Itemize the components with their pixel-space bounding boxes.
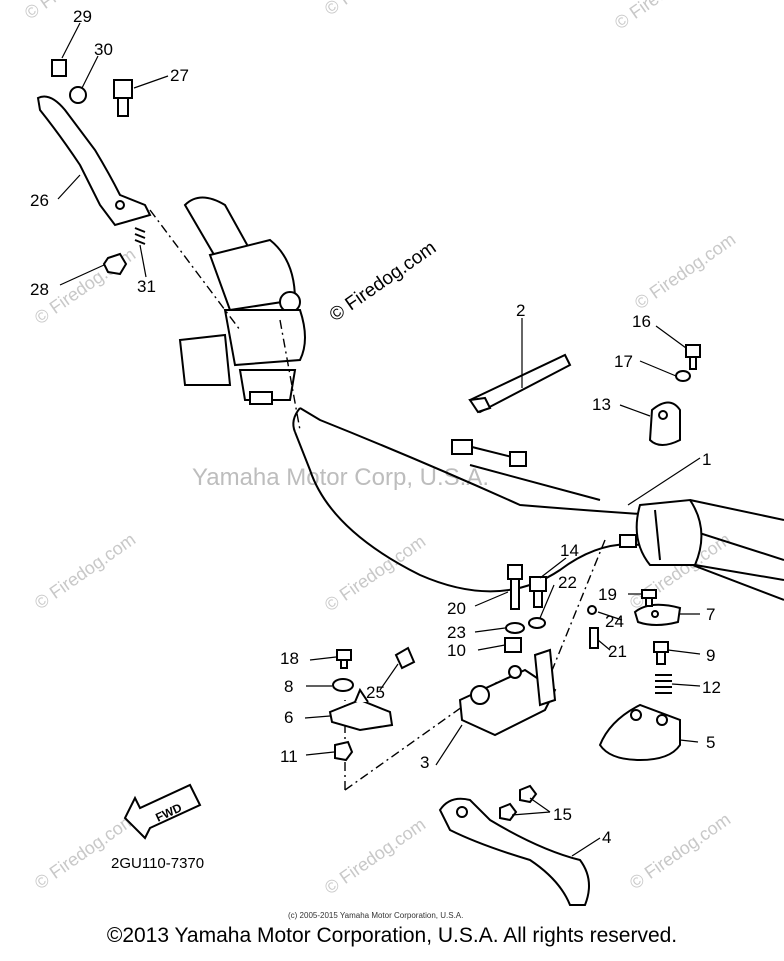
nut-11 (334, 740, 354, 762)
callout-18: 18 (280, 649, 299, 668)
watermark-site: © Firedog.com (321, 531, 429, 615)
ball-24 (587, 605, 597, 615)
bolt-14 (529, 576, 547, 608)
callout-2: 2 (516, 301, 525, 320)
watermark-site: © Firedog.com (626, 809, 734, 893)
nut-30 (69, 86, 87, 104)
footer-copyright: ©2013 Yamaha Motor Corporation, U.S.A. A… (106, 924, 678, 947)
bracket-3 (458, 648, 557, 737)
lever-26 (36, 95, 152, 227)
callout-28: 28 (30, 280, 49, 299)
watermark-site: © Firedog.com (611, 0, 719, 33)
callout-13: 13 (592, 395, 611, 414)
watermark-company: Yamaha Motor Corp, U.S.A. (192, 464, 489, 491)
switch-lead (451, 439, 527, 467)
band-2 (468, 353, 572, 414)
fwd-arrow: FWD (123, 783, 202, 840)
nut-10 (504, 637, 522, 653)
callout-11: 11 (280, 747, 298, 766)
callout-31: 31 (137, 277, 156, 296)
bolt-20 (507, 564, 523, 610)
small-copyright: (c) 2005-2015 Yamaha Motor Corporation, … (288, 911, 463, 920)
callout-10: 10 (447, 641, 466, 660)
plate-7 (633, 603, 682, 626)
watermark-site: © Firedog.com (631, 229, 739, 313)
callout-1: 1 (702, 450, 711, 469)
watermark-site: © Firedog.com (321, 0, 429, 19)
callout-24: 24 (605, 612, 624, 631)
washer-17 (675, 370, 691, 382)
diagram-code: 2GU110-7370 (111, 855, 204, 872)
callout-27: 27 (170, 66, 189, 85)
callout-numbers: 29 30 27 26 28 31 2 16 17 13 1 14 22 20 … (30, 7, 721, 847)
callout-17: 17 (614, 352, 633, 371)
leader-lines (57, 22, 701, 857)
watermark-site: © Firedog.com (321, 814, 429, 898)
cap-25 (394, 646, 416, 670)
callout-23: 23 (447, 623, 466, 642)
throttle-grip-part-1 (619, 498, 784, 581)
callout-5: 5 (706, 733, 715, 752)
callout-21: 21 (608, 642, 627, 661)
pin-21 (589, 627, 599, 649)
switch-5 (598, 703, 681, 762)
callout-20: 20 (447, 599, 466, 618)
bolt-27 (113, 79, 133, 117)
callout-6: 6 (284, 708, 293, 727)
callout-16: 16 (632, 312, 651, 331)
callout-14: 14 (560, 541, 579, 560)
callout-30: 30 (94, 40, 113, 59)
screw-18 (336, 649, 352, 669)
washer-8 (332, 678, 354, 692)
callout-8: 8 (284, 677, 293, 696)
handlebar (292, 407, 784, 601)
callout-4: 4 (602, 828, 611, 847)
callout-7: 7 (706, 605, 715, 624)
watermark-site: © Firedog.com (31, 809, 139, 893)
spring-31 (134, 227, 146, 245)
nuts-15 (499, 784, 538, 822)
callout-9: 9 (706, 646, 715, 665)
spring-12 (655, 674, 672, 694)
callout-12: 12 (702, 678, 721, 697)
washer-22 (528, 617, 546, 629)
callout-25: 25 (366, 683, 385, 702)
bolt-29 (51, 59, 67, 77)
screw-16 (685, 344, 701, 370)
lever-4 (438, 797, 590, 906)
plunger-9 (653, 641, 669, 665)
callout-29: 29 (73, 7, 92, 26)
watermark-site: © Firedog.com (31, 529, 139, 613)
watermark-site-dark: © Firedog.com (326, 237, 440, 326)
callout-19: 19 (598, 585, 617, 604)
switch-6 (328, 687, 394, 732)
callout-26: 26 (30, 191, 49, 210)
nut-28 (102, 252, 128, 276)
callout-22: 22 (558, 573, 577, 592)
callout-3: 3 (420, 753, 429, 772)
washer-23 (505, 622, 525, 634)
watermark-layer: © Firedog.com © Firedog.com © Firedog.co… (21, 0, 739, 898)
master-cylinder-assembly (178, 196, 306, 405)
callout-15: 15 (553, 805, 572, 824)
holder-13 (648, 401, 681, 446)
